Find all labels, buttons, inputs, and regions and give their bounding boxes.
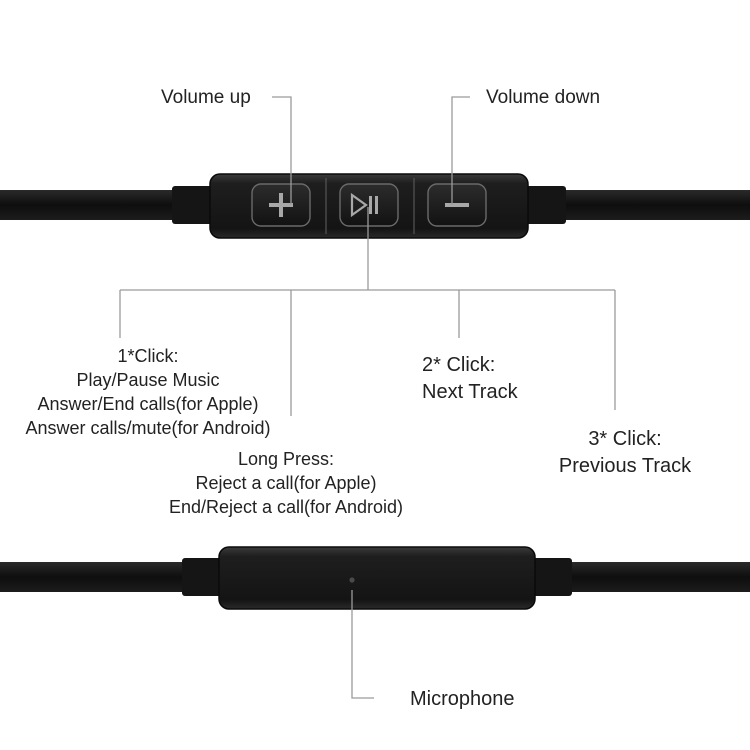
leader-lines: [119, 96, 616, 699]
leader-microphone: [351, 590, 374, 699]
click1-line1: Play/Pause Music: [76, 370, 220, 390]
play-pause-icon: [350, 192, 378, 218]
click2-title: 2* Click:: [422, 354, 496, 376]
leader-volume-up: [272, 96, 292, 205]
microphone-hole: [349, 577, 355, 583]
play-pause-button: [339, 183, 399, 227]
long-press-line2: End/Reject a call(for Android): [168, 497, 404, 517]
leader-volume-down: [451, 96, 470, 205]
volume-down-button: [427, 183, 487, 227]
minus-icon: [445, 203, 469, 207]
click1-line2: Answer/End calls(for Apple): [37, 394, 259, 414]
mic-collar-left: [182, 558, 224, 596]
microphone-label: Microphone: [410, 688, 515, 710]
click3-block: 3* Click: Previous Track: [540, 426, 710, 480]
volume-down-label: Volume down: [486, 87, 601, 108]
mic-collar-right: [530, 558, 572, 596]
click3-line1: Previous Track: [558, 455, 692, 477]
click3-title: 3* Click:: [588, 428, 662, 450]
volume-up-label: Volume up: [161, 87, 251, 108]
click1-block: 1*Click: Play/Pause Music Answer/End cal…: [6, 344, 290, 440]
cable-collar-left: [172, 186, 214, 224]
long-press-block: Long Press: Reject a call(for Apple) End…: [140, 447, 432, 519]
click2-line1: Next Track: [422, 381, 518, 403]
click2-block: 2* Click: Next Track: [422, 352, 518, 406]
plus-icon: [269, 193, 293, 217]
click1-line3: Answer calls/mute(for Android): [25, 418, 271, 438]
cable-collar-right: [524, 186, 566, 224]
long-press-line1: Reject a call(for Apple): [195, 473, 377, 493]
click1-title: 1*Click:: [117, 346, 179, 366]
volume-up-button: [251, 183, 311, 227]
microphone-housing: [218, 546, 536, 610]
long-press-title: Long Press:: [237, 449, 335, 469]
